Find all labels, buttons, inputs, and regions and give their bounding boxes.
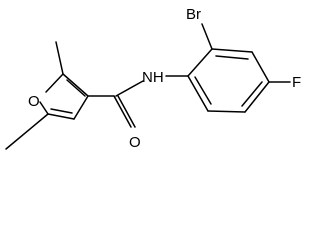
bromine-label: Br bbox=[186, 6, 201, 23]
carbonyl-double-bond-b bbox=[117, 95, 136, 128]
bond-carbonyl-nh bbox=[115, 80, 144, 97]
amide-nh-label: NH bbox=[142, 69, 164, 86]
oxygen-ring-label: O bbox=[28, 93, 40, 110]
oxygen-carbonyl-label: O bbox=[129, 134, 141, 151]
fluorine-label: F bbox=[292, 74, 301, 91]
bond-c5-o1 bbox=[39, 101, 49, 115]
double-bond-c4-c5 bbox=[50, 108, 73, 114]
furan-ring bbox=[39, 73, 89, 120]
bond-c3-c4 bbox=[73, 95, 89, 120]
bond-b2-br bbox=[201, 23, 213, 50]
double-bond-b2-b3 bbox=[215, 55, 249, 60]
bond-o1-c2 bbox=[45, 73, 64, 93]
bond-b3-b4 bbox=[251, 51, 270, 83]
methyl-bond-c2 bbox=[55, 41, 64, 75]
double-bond-b4-b5 bbox=[241, 81, 263, 107]
bond-b1-b2 bbox=[187, 48, 213, 77]
methyl-bond-c5 bbox=[5, 113, 49, 150]
bond-b6-b1 bbox=[187, 75, 209, 112]
bond-b2-b3 bbox=[211, 48, 253, 53]
double-bond-b6-b1 bbox=[194, 76, 212, 105]
double-bond-c2-c3 bbox=[66, 79, 86, 97]
bond-b4-b5 bbox=[244, 81, 270, 113]
benzene-ring bbox=[165, 48, 270, 113]
structure-canvas: O O NH Br F bbox=[5, 6, 301, 151]
bond-c4-c5 bbox=[47, 113, 75, 120]
bond-c2-c3 bbox=[62, 73, 89, 97]
molecule-drawing: O O NH Br F bbox=[5, 6, 301, 151]
carbonyl-double-bond-a bbox=[113, 95, 132, 128]
bond-b5-b6 bbox=[207, 110, 246, 113]
